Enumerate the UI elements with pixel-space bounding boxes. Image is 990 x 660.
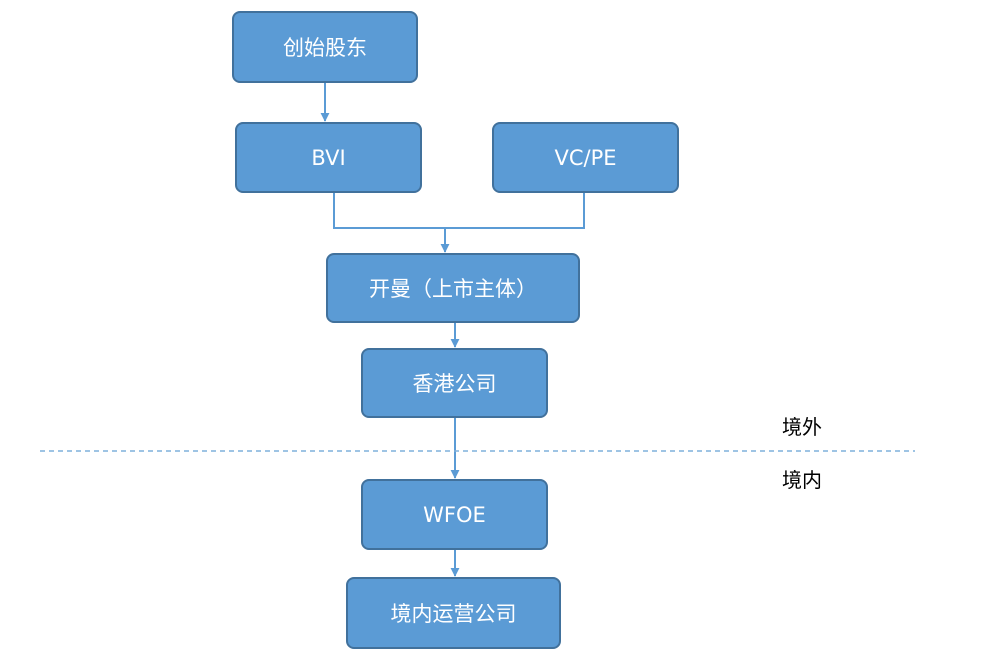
- hk-company-box: 香港公司: [361, 348, 548, 418]
- wfoe-box: WFOE: [361, 479, 548, 550]
- domestic-opco-box: 境内运营公司: [346, 577, 561, 649]
- listed-entity-box: 开曼（上市主体）: [326, 253, 580, 323]
- merge-connector-bvi-vcpe: [333, 193, 585, 229]
- offshore-label: 境外: [782, 415, 822, 439]
- onshore-label: 境内: [782, 468, 822, 492]
- founders-box: 创始股东: [232, 11, 418, 83]
- bvi-box: BVI: [235, 122, 422, 193]
- vcpe-box: VC/PE: [492, 122, 679, 193]
